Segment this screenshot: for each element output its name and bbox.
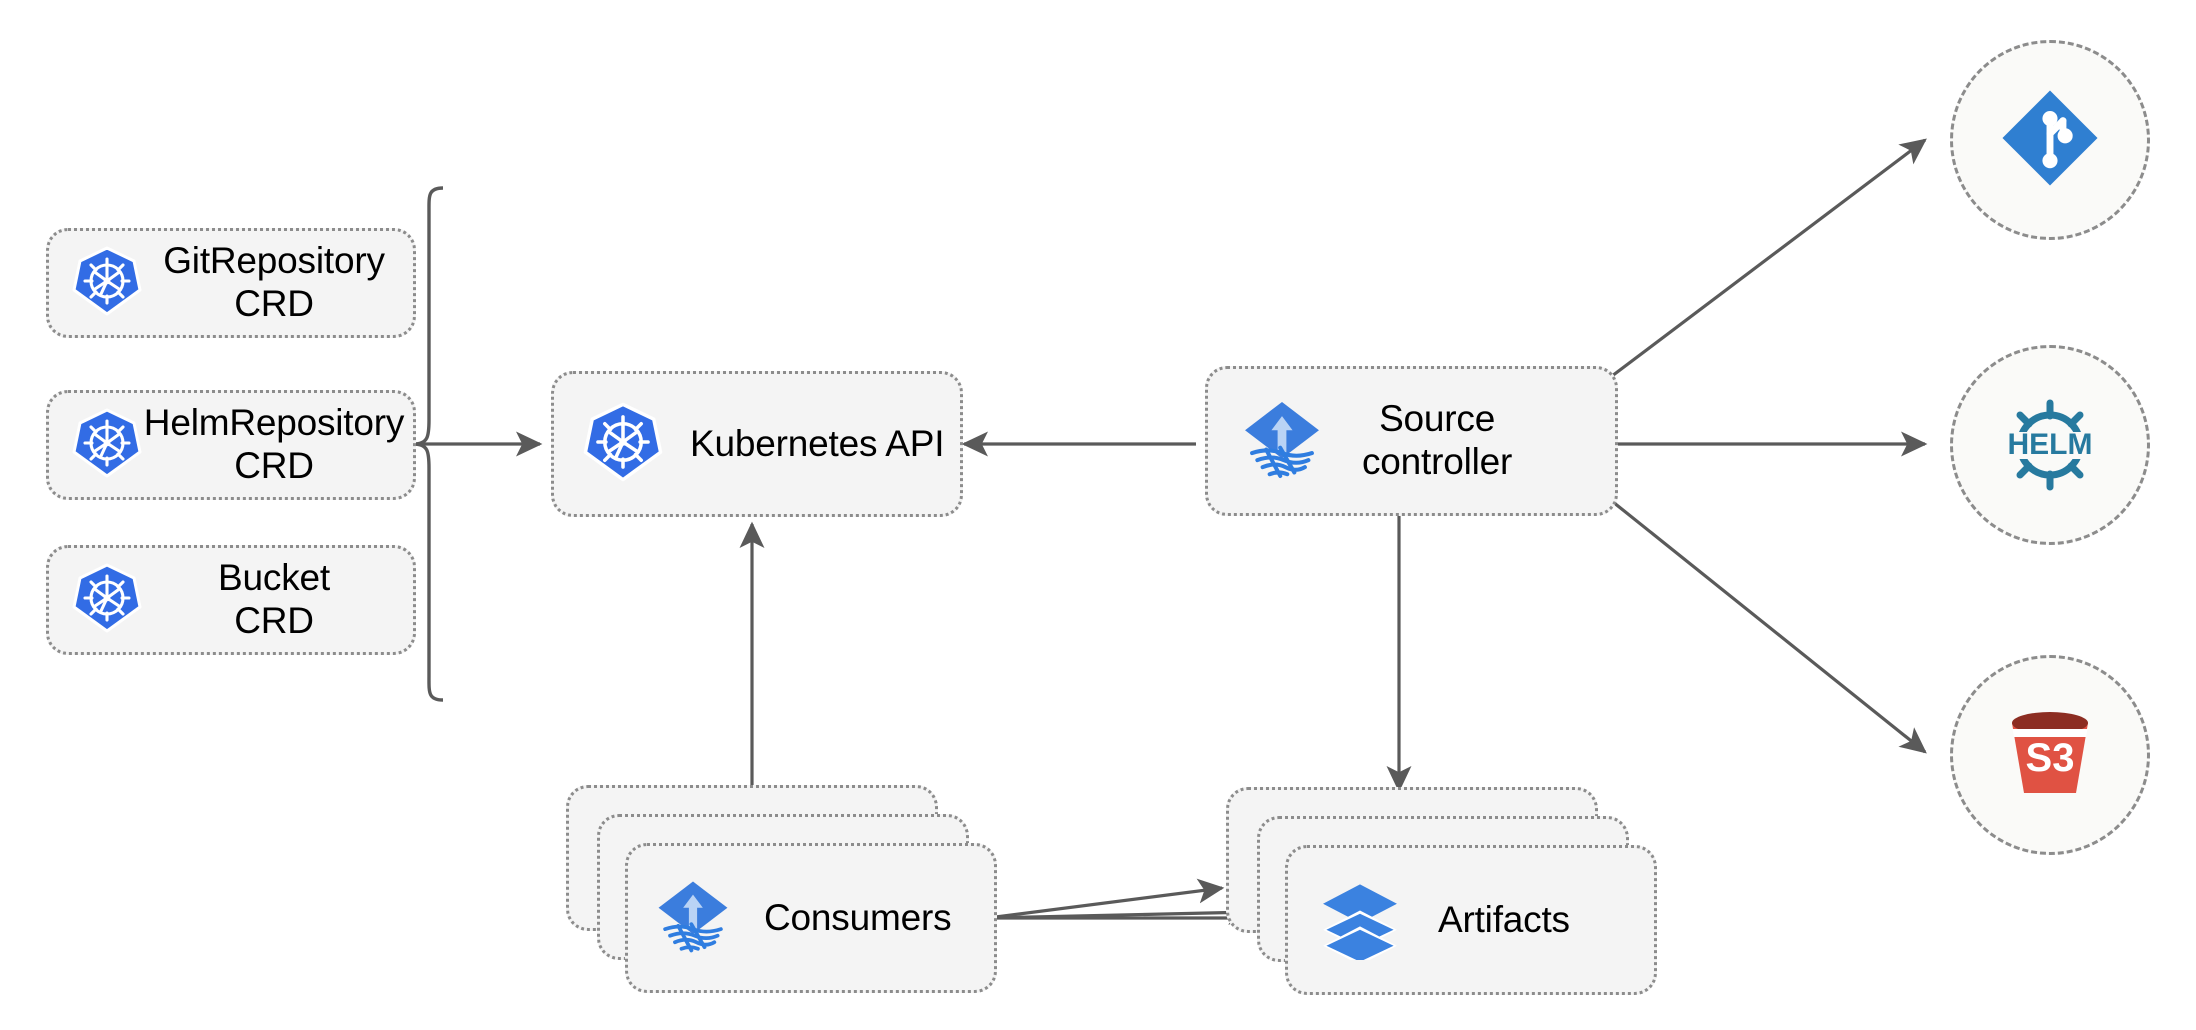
crd-label: GitRepository CRD [163, 240, 385, 324]
flux-icon [652, 875, 734, 962]
git-icon [1996, 84, 2104, 197]
layers-icon [1318, 876, 1402, 965]
kubernetes-icon [71, 407, 143, 484]
crd-label: Bucket CRD [218, 557, 330, 641]
crd-group-brace [413, 186, 444, 702]
node-kubernetes-api[interactable]: Kubernetes API [551, 371, 963, 517]
node-label: Kubernetes API [690, 422, 945, 464]
kubernetes-icon [71, 562, 143, 639]
crd-box-bucket[interactable]: Bucket CRD [46, 545, 416, 655]
node-label: Consumers [764, 896, 952, 938]
node-label: Source controller [1362, 398, 1513, 482]
node-label: Artifacts [1438, 898, 1570, 940]
helm-icon: HELM [1990, 385, 2110, 505]
crd-label: HelmRepository CRD [143, 402, 405, 486]
external-s3[interactable]: S3 [1950, 655, 2150, 855]
wire-source-controller-to-s3 [1606, 496, 1927, 754]
external-helm[interactable]: HELM [1950, 345, 2150, 545]
wire-consumers-to-artifacts-back [987, 878, 1225, 920]
kubernetes-icon [71, 245, 143, 322]
external-git[interactable] [1950, 40, 2150, 240]
flux-icon [1238, 395, 1326, 488]
helm-label: HELM [2008, 428, 2093, 461]
node-source-controller[interactable]: Source controller [1205, 366, 1618, 516]
node-artifacts[interactable]: Artifacts [1285, 845, 1657, 995]
s3-label: S3 [2026, 736, 2075, 780]
s3-bucket-icon: S3 [1994, 697, 2106, 814]
node-consumers[interactable]: Consumers [625, 843, 997, 993]
wire-consumers-to-artifacts-mid [987, 900, 1255, 926]
kubernetes-icon [582, 401, 664, 488]
crd-box-helmrepository[interactable]: HelmRepository CRD [46, 390, 416, 500]
crd-box-gitrepository[interactable]: GitRepository CRD [46, 228, 416, 338]
wire-source-controller-to-git [1607, 138, 1927, 381]
